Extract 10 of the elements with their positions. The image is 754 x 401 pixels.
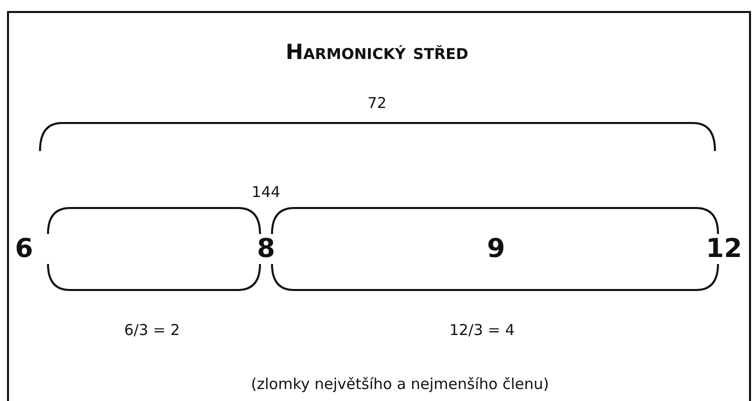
term-number: 12 bbox=[706, 234, 742, 264]
dimension-value: 144 bbox=[252, 183, 280, 201]
term-number: 9 bbox=[486, 234, 506, 264]
fraction-label: 12/3 = 4 bbox=[449, 321, 515, 339]
caption: (zlomky největšího a nejmenšího členu) bbox=[251, 375, 549, 393]
title: Harmonický střed bbox=[286, 40, 468, 64]
dimension-value: 72 bbox=[367, 94, 387, 112]
term-number: 6 bbox=[14, 234, 34, 264]
fraction-label: 6/3 = 2 bbox=[124, 321, 180, 339]
term-number: 8 bbox=[256, 234, 276, 264]
